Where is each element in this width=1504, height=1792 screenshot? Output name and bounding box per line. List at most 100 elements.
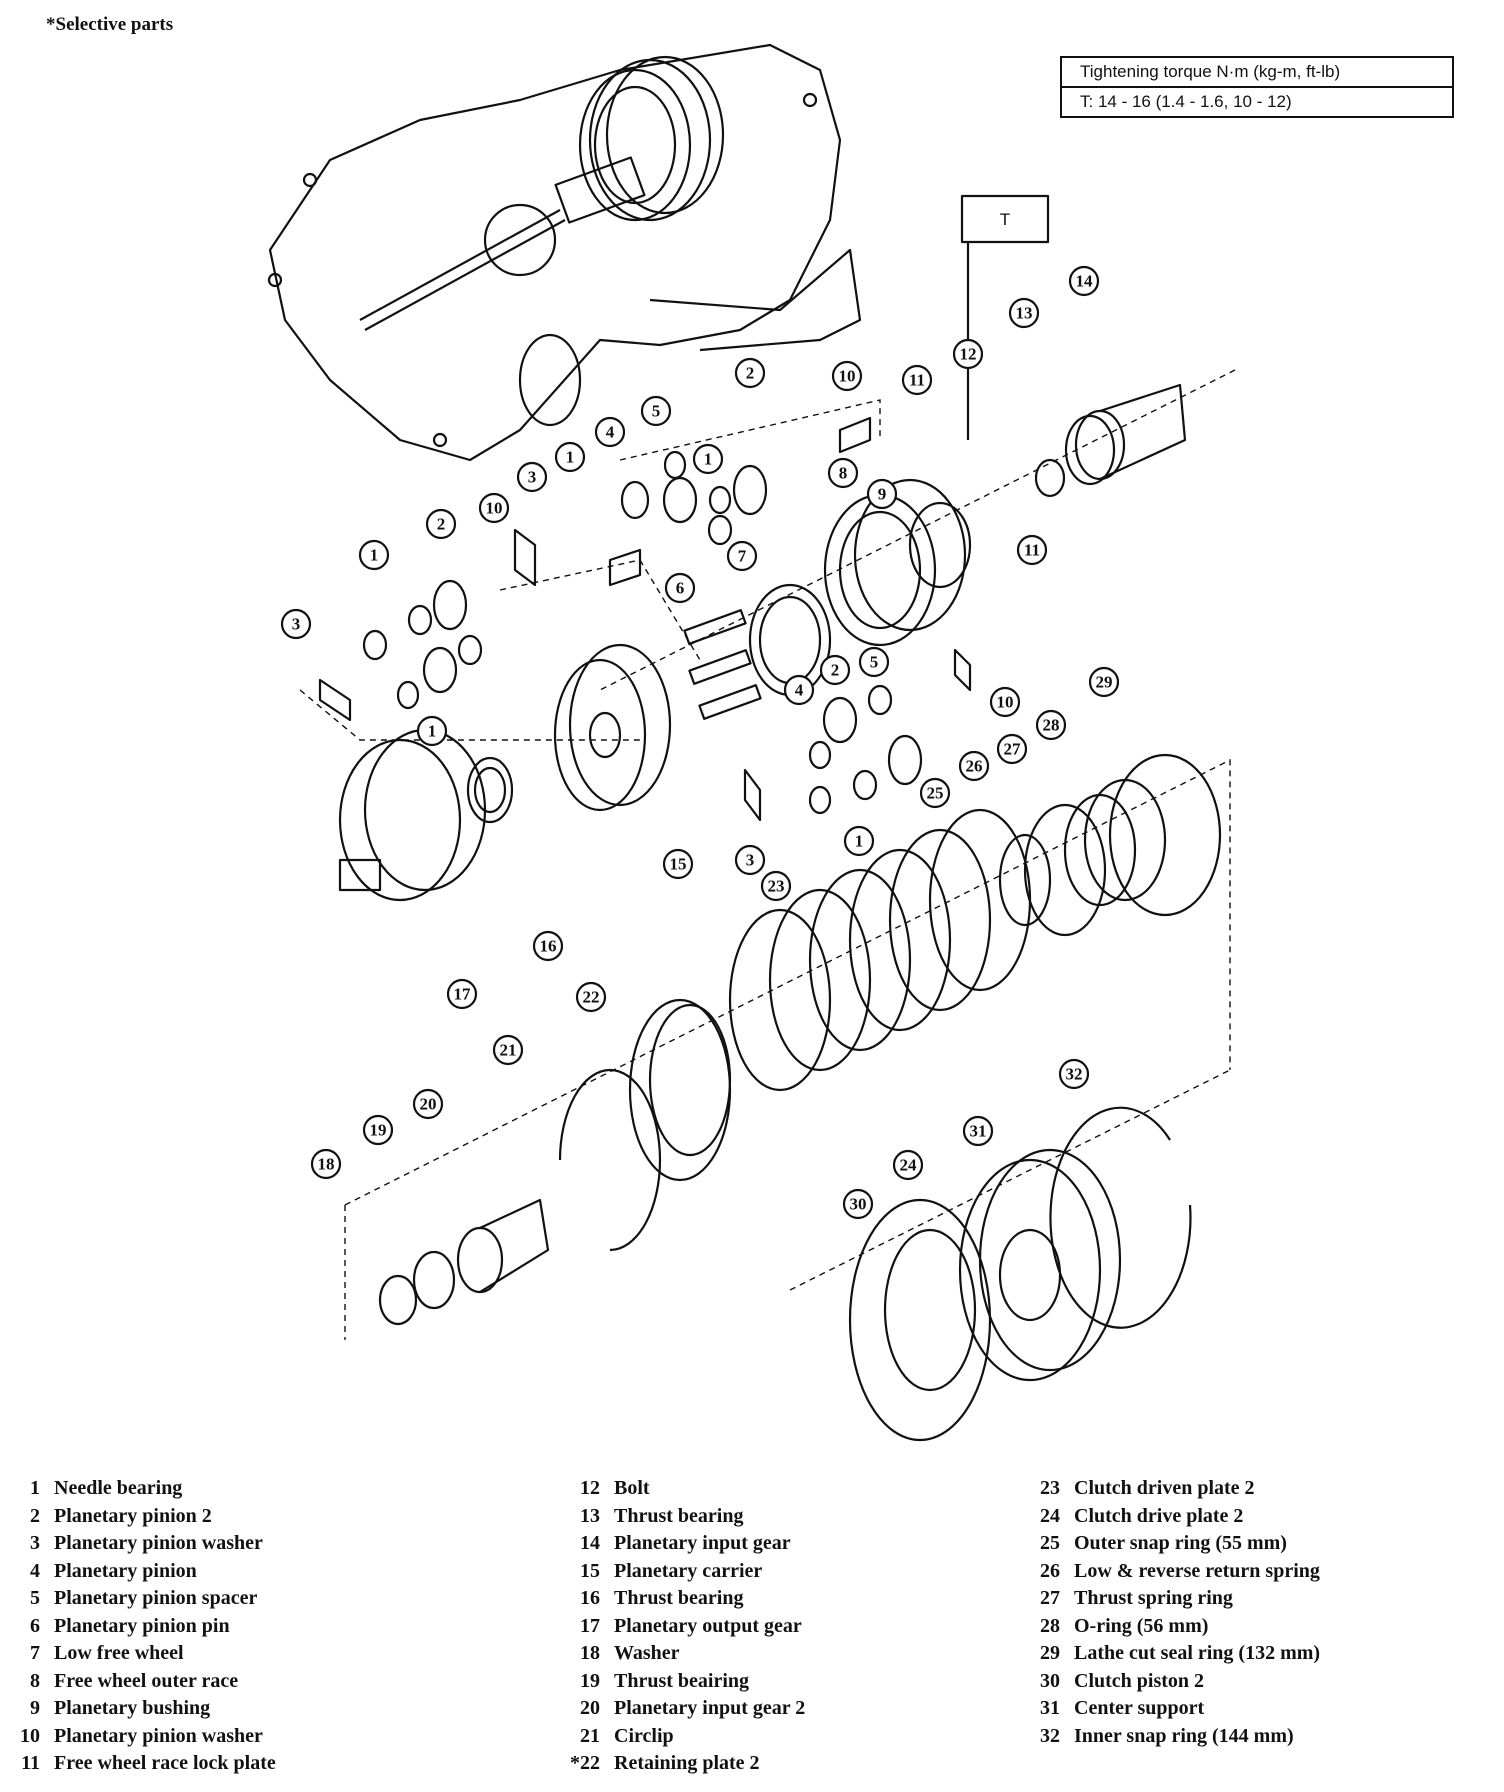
callout-27: 27	[996, 733, 1028, 765]
legend-item-label: Center support	[1074, 1697, 1205, 1719]
callout-14: 14	[1068, 265, 1100, 297]
callout-1b: 1	[416, 715, 448, 747]
torque-header: Tightening torque N·m (kg-m, ft-lb)	[1062, 58, 1452, 88]
callout-32: 32	[1058, 1058, 1090, 1090]
legend-item-label: Planetary output gear	[614, 1614, 802, 1637]
svg-text:30: 30	[850, 1195, 867, 1214]
legend-item-label: Free wheel outer race	[54, 1669, 239, 1692]
legend-item-number: 9	[30, 1697, 40, 1719]
legend-item-number: 24	[1040, 1504, 1060, 1527]
callout-2b: 2	[734, 357, 766, 389]
callout-13: 13	[1008, 297, 1040, 329]
callout-1d: 1	[692, 443, 724, 475]
callout-15: 15	[662, 848, 694, 880]
transmission-case	[267, 43, 862, 462]
svg-text:2: 2	[437, 515, 446, 534]
svg-text:3: 3	[528, 468, 537, 487]
callout-2c: 2	[819, 654, 851, 686]
callout-17: 17	[446, 978, 478, 1010]
legend-item-number: 17	[580, 1614, 600, 1637]
svg-text:4: 4	[795, 681, 804, 700]
svg-text:2: 2	[746, 364, 755, 383]
legend-item-number: 1	[30, 1477, 40, 1499]
svg-text:3: 3	[292, 615, 301, 634]
callout-11b: 11	[1016, 534, 1048, 566]
callout-20: 20	[412, 1088, 444, 1120]
legend-item-number: 16	[580, 1587, 600, 1609]
callout-11a: 11	[901, 364, 933, 396]
svg-text:19: 19	[370, 1121, 387, 1140]
legend-item-label: Planetary carrier	[614, 1559, 763, 1582]
legend-item-label: Thrust beairing	[614, 1669, 750, 1692]
callout-5b: 5	[858, 646, 890, 678]
legend-item-number: 2	[30, 1504, 40, 1527]
legend-item: 29 Lathe cut seal ring (132 mm)	[1020, 1640, 1320, 1668]
legend-item: 24 Clutch drive plate 2	[1020, 1503, 1320, 1531]
callout-1a: 1	[358, 539, 390, 571]
callout-12: 12	[952, 338, 984, 370]
svg-text:1: 1	[855, 832, 864, 851]
legend-item-number: 29	[1040, 1642, 1060, 1664]
legend-item-label: Clutch drive plate 2	[1074, 1504, 1244, 1527]
svg-text:8: 8	[839, 464, 848, 483]
callout-25: 25	[919, 777, 951, 809]
legend-item-label: Planetary pinion 2	[54, 1504, 212, 1527]
svg-text:32: 32	[1066, 1065, 1083, 1084]
legend-item: 15 Planetary carrier	[560, 1558, 805, 1586]
callout-30: 30	[842, 1188, 874, 1220]
legend-item-label: Planetary pinion spacer	[54, 1587, 258, 1609]
legend-item-number: 28	[1040, 1614, 1060, 1637]
legend-item-number: 15	[580, 1559, 600, 1582]
legend-item-label: Inner snap ring (144 mm)	[1074, 1724, 1294, 1747]
legend-item-label: Lathe cut seal ring (132 mm)	[1074, 1642, 1321, 1664]
legend-item-number: 30	[1040, 1669, 1060, 1692]
svg-text:10: 10	[839, 367, 856, 386]
svg-text:1: 1	[566, 448, 575, 467]
callout-26: 26	[958, 750, 990, 782]
legend-item-number: 11	[21, 1752, 40, 1774]
exploded-view-diagram: 1 1 1 1 1 2 2 2 3 3 3 4 4 5 5 6 7 8 9 10…	[267, 43, 1236, 1442]
callout-19: 19	[362, 1114, 394, 1146]
legend-item-label: Clutch piston 2	[1074, 1669, 1205, 1692]
svg-text:11: 11	[1024, 541, 1040, 560]
legend-item-number: 12	[580, 1477, 600, 1499]
svg-text:1: 1	[428, 722, 437, 741]
svg-text:25: 25	[927, 784, 944, 803]
legend-item-number: 3	[30, 1532, 40, 1554]
legend-item-label: O-ring (56 mm)	[1074, 1614, 1209, 1637]
svg-text:24: 24	[900, 1156, 918, 1175]
svg-text:4: 4	[606, 423, 615, 442]
callout-22: 22	[575, 981, 607, 1013]
legend-item-number: 23	[1040, 1477, 1060, 1499]
svg-text:21: 21	[500, 1041, 517, 1060]
callout-10c: 10	[989, 686, 1021, 718]
svg-text:9: 9	[878, 485, 887, 504]
svg-text:23: 23	[768, 877, 785, 896]
svg-text:5: 5	[652, 402, 661, 421]
legend-item-number: 19	[580, 1669, 600, 1692]
svg-text:17: 17	[454, 985, 472, 1004]
svg-text:16: 16	[540, 937, 557, 956]
svg-text:13: 13	[1016, 304, 1033, 323]
svg-text:28: 28	[1043, 716, 1060, 735]
callout-3a: 3	[280, 608, 312, 640]
legend-item-label: Planetary bushing	[54, 1697, 211, 1719]
callout-5a: 5	[640, 395, 672, 427]
legend-item-number: 5	[30, 1587, 40, 1609]
legend-item-number: 7	[30, 1642, 40, 1664]
callout-1c: 1	[554, 441, 586, 473]
